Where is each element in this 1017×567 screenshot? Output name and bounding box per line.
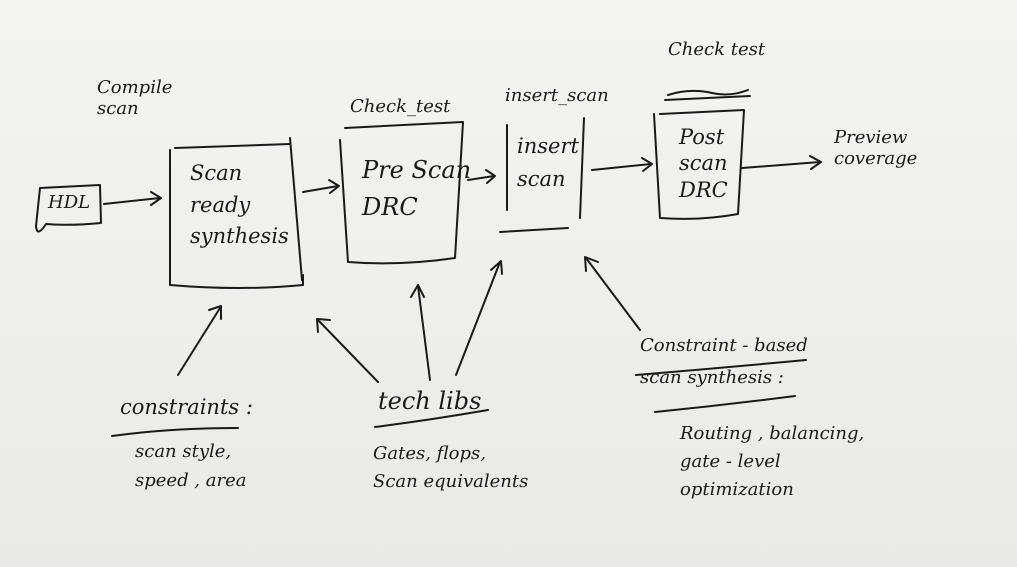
- label-check-test-2: Check test: [668, 39, 766, 60]
- synthesis-box: [169, 149, 304, 289]
- arrow-constraints-to-synthesis: [177, 307, 221, 376]
- synthesis-box-top: [174, 143, 291, 149]
- arrow-postscan-to-preview-head: [809, 155, 822, 170]
- label-constraint-scan-body: Routing , balancing, gate - level optimi…: [680, 423, 865, 500]
- arrow-prescan-to-insert: [467, 175, 495, 181]
- insert-box-right: [579, 117, 585, 219]
- arrow-constraint-scan-to-insert: [585, 257, 641, 331]
- arrow-techlibs-to-synthesis: [317, 319, 379, 383]
- label-check-test-1: Check_test: [350, 96, 451, 117]
- label-tech-libs-body: Gates, flops, Scan equivalents: [373, 443, 529, 492]
- arrow-techlibs-to-prescan: [417, 285, 431, 381]
- underline-constraint-scan-2: [654, 395, 796, 413]
- insert-box-bottom: [499, 227, 569, 233]
- arrow-techlibs-to-prescan-head: [410, 284, 425, 298]
- label-constraints-body: scan style, speed , area: [135, 441, 247, 491]
- arrow-constraints-to-synthesis-head: [208, 305, 222, 320]
- arrow-synthesis-to-prescan: [302, 185, 339, 193]
- label-post-scan-drc: Post scan DRC: [679, 125, 728, 202]
- label-preview-coverage: Preview coverage: [834, 127, 918, 169]
- arrow-prescan-to-insert-head: [485, 169, 496, 184]
- strikeout-scribble: [664, 89, 751, 101]
- arrow-insert-to-postscan-head: [641, 157, 653, 172]
- label-insert-scan-cmd: insert_scan: [505, 85, 609, 106]
- arrow-techlibs-to-insert: [455, 261, 501, 376]
- arrow-synthesis-to-prescan-head: [328, 179, 340, 194]
- arrow-techlibs-to-synthesis-head: [316, 318, 331, 333]
- label-hdl: HDL: [48, 192, 91, 213]
- hdl-box: [35, 184, 102, 233]
- underline-techlibs: [374, 409, 489, 428]
- arrow-hdl-to-synthesis-head: [150, 191, 162, 206]
- label-constraints-title: constraints :: [120, 395, 253, 419]
- label-constraint-scan-title: Constraint - based scan synthesis :: [640, 335, 808, 388]
- label-scan-ready-synthesis: Scan ready synthesis: [190, 161, 289, 248]
- underline-constraints: [111, 427, 239, 437]
- label-pre-scan-drc: Pre Scan DRC: [362, 156, 472, 222]
- label-compile-scan: Compile scan: [97, 77, 173, 119]
- arrow-techlibs-to-insert-head: [490, 260, 503, 275]
- underline-constraint-scan-1: [635, 359, 807, 376]
- arrow-postscan-to-preview: [741, 161, 821, 169]
- prescan-box: [339, 121, 464, 265]
- arrow-insert-to-postscan: [591, 163, 652, 171]
- arrow-hdl-to-synthesis: [103, 197, 161, 205]
- synthesis-box-right: [289, 137, 303, 281]
- label-insert-scan-box: insert scan: [517, 134, 579, 191]
- arrow-constraint-scan-to-insert-head: [584, 256, 599, 272]
- postscan-box: [653, 109, 745, 220]
- label-tech-libs-title: tech libs: [378, 387, 482, 415]
